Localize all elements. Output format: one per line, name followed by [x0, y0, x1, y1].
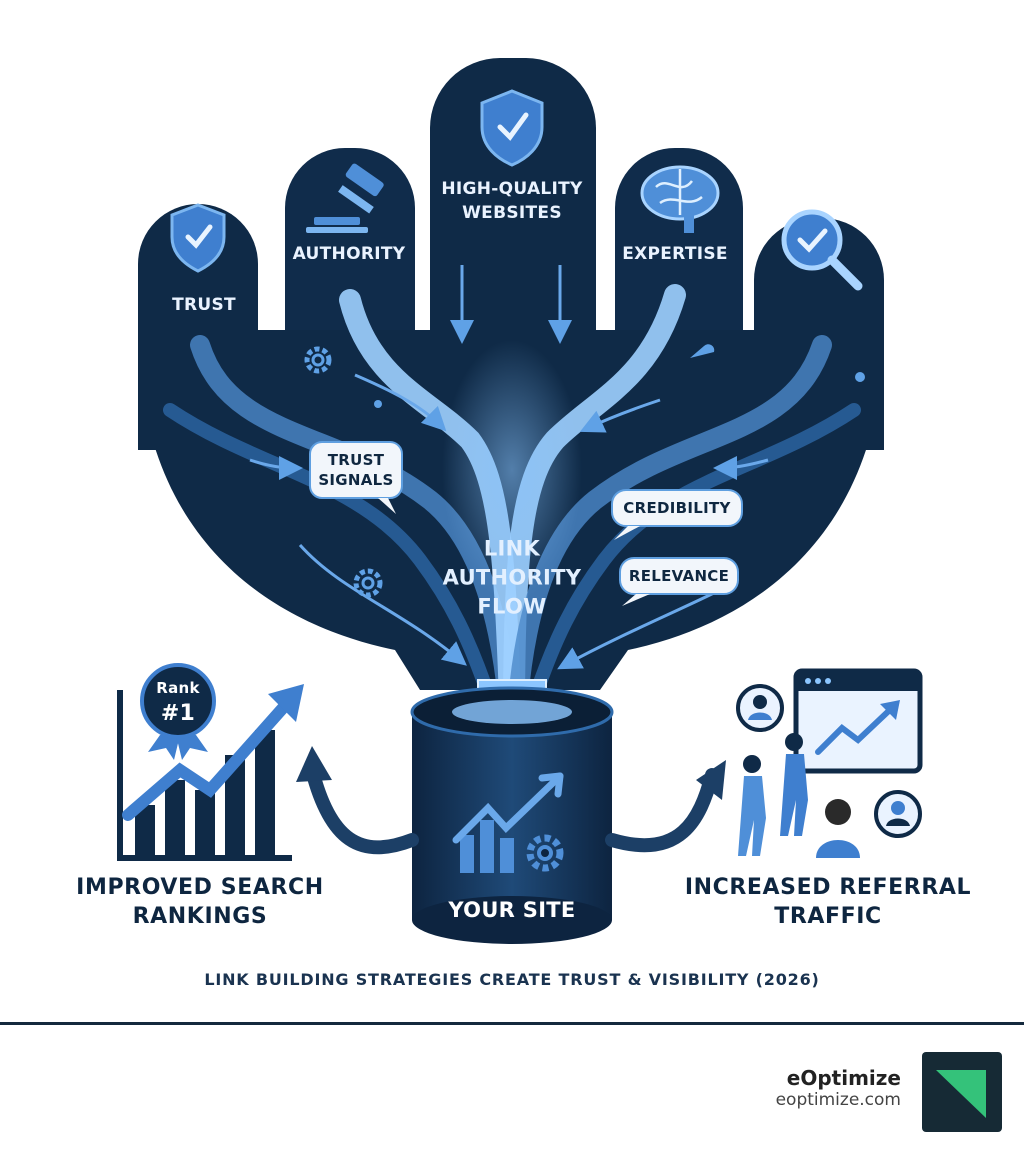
- visitors-traffic-icon: [736, 668, 923, 858]
- authority-label: AUTHORITY: [292, 244, 406, 264]
- gear-icon-left: [304, 346, 332, 374]
- flow-arrows: [249, 265, 769, 670]
- arrow-to-traffic: [605, 768, 719, 853]
- logo-mark-icon: [936, 1070, 986, 1118]
- your-site-label: YOUR SITE: [448, 898, 576, 922]
- brand-url[interactable]: eoptimize.com: [775, 1090, 901, 1110]
- site-growth-icon: [452, 772, 564, 873]
- magnifier-check-icon: [781, 209, 863, 291]
- link-authority-flow-label: LINK AUTHORITY FLOW: [442, 536, 582, 619]
- high-quality-websites-label: HIGH-QUALITY WEBSITES: [441, 179, 583, 223]
- arrow-to-rankings-head: [296, 746, 332, 782]
- gear-icon: [526, 834, 564, 872]
- rank-badge-line1: Rank: [156, 679, 200, 697]
- your-site-cylinder: [410, 686, 614, 944]
- trust-signals-bubble: TRUST SIGNALS: [318, 451, 394, 489]
- rising-bar-chart-icon: [117, 684, 304, 861]
- relevance-bubble: RELEVANCE: [628, 567, 730, 585]
- improved-search-rankings-label: IMPROVED SEARCH RANKINGS: [76, 875, 324, 929]
- heart-icon: [690, 344, 715, 358]
- dot-decoration: [855, 372, 865, 382]
- footer-divider: [0, 1022, 1024, 1025]
- gavel-icon: [306, 163, 384, 233]
- rank-badge: [140, 663, 216, 760]
- trust-signals-bubble-shape: [309, 441, 403, 514]
- relevance-bubble-shape: [619, 557, 739, 606]
- brain-icon: [640, 165, 720, 233]
- authority-streams: [163, 253, 861, 712]
- increased-referral-traffic-label: INCREASED REFERRAL TRAFFIC: [684, 875, 972, 929]
- arrow-to-traffic-head: [696, 760, 726, 800]
- gear-icon-lower-left: [353, 568, 383, 598]
- rank-badge-line2: #1: [160, 701, 196, 726]
- eoptimize-logo: [922, 1052, 1002, 1132]
- arrow-to-rankings: [305, 763, 419, 855]
- trust-label: TRUST: [172, 295, 236, 315]
- dot-decoration: [374, 400, 382, 408]
- expertise-label: EXPERTISE: [622, 244, 728, 264]
- credibility-bubble-shape: [611, 489, 743, 540]
- shield-check-icon: [480, 89, 544, 167]
- shield-check-icon: [170, 203, 226, 273]
- brand-name: eOptimize: [786, 1066, 901, 1090]
- credibility-bubble: CREDIBILITY: [623, 499, 731, 517]
- caption: LINK BUILDING STRATEGIES CREATE TRUST & …: [204, 970, 820, 989]
- rank-badge-text: Rank #1: [143, 675, 213, 727]
